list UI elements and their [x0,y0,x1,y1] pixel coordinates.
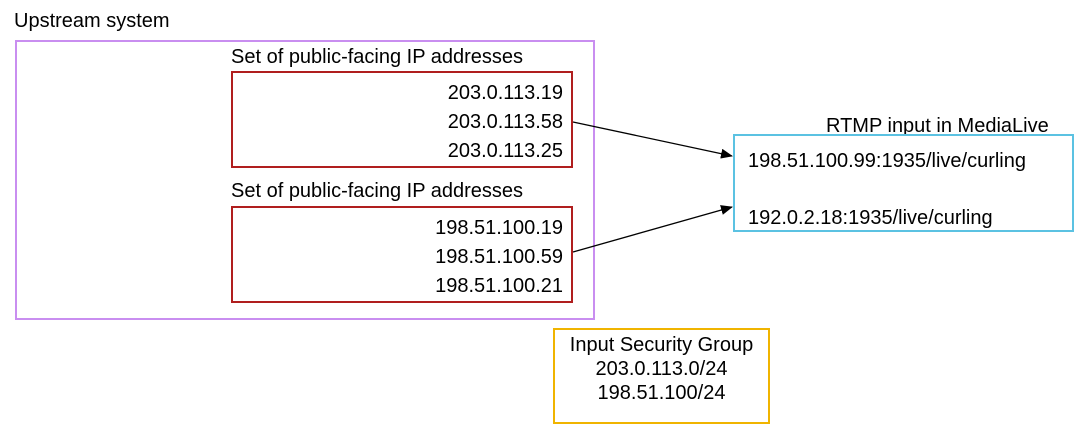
rtmp-endpoint-1: 198.51.100.99:1935/live/curling [748,150,1026,172]
ip-set-1-list: 203.0.113.19 203.0.113.58 203.0.113.25 [448,79,563,166]
ip-address: 198.51.100.59 [435,246,563,268]
rtmp-endpoint-2: 192.0.2.18:1935/live/curling [748,207,993,229]
ip-set-1-title: Set of public-facing IP addresses [231,46,524,68]
cidr-range: 198.51.100/24 [597,382,726,404]
ip-set-1-box: 203.0.113.19 203.0.113.58 203.0.113.25 [231,71,573,168]
ip-set-2-box: 198.51.100.19 198.51.100.59 198.51.100.2… [231,206,573,303]
upstream-system-title: Upstream system [14,10,170,32]
rtmp-input-title: RTMP input in MediaLive [826,115,1049,137]
ip-address: 203.0.113.58 [447,111,563,133]
ip-set-2-list: 198.51.100.19 198.51.100.59 198.51.100.2… [435,214,563,301]
arrow-set2-to-rtmp [572,205,733,253]
ip-set-2-title: Set of public-facing IP addresses [231,180,524,202]
rtmp-input-box [733,134,1074,232]
ip-address: 198.51.100.21 [435,275,563,297]
input-security-group-title: Input Security Group [569,334,754,356]
ip-address: 203.0.113.19 [447,82,563,104]
arrow-set1-to-rtmp [572,121,733,159]
ip-address: 203.0.113.25 [447,140,563,162]
upstream-system-container [15,40,595,320]
input-security-group-box: Input Security Group 203.0.113.0/24 198.… [553,328,770,424]
cidr-range: 203.0.113.0/24 [595,358,728,380]
ip-address: 198.51.100.19 [435,217,563,239]
